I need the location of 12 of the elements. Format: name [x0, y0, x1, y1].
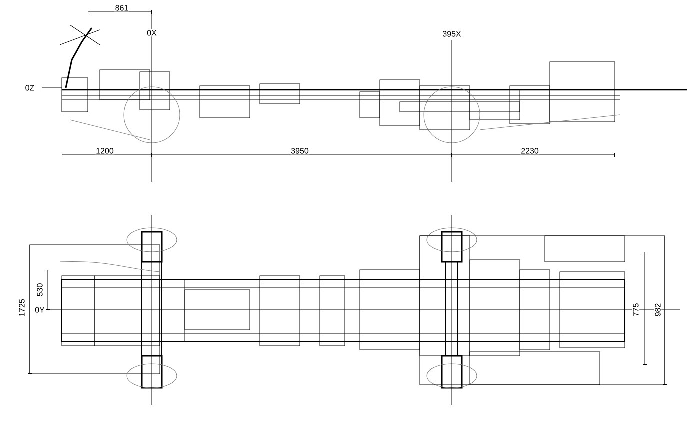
- dimension-label: 395X: [442, 30, 462, 38]
- axis-label: 0Z: [24, 84, 36, 92]
- axis-label: 0Y: [34, 306, 46, 314]
- dimension-label: 3950: [290, 147, 310, 155]
- dimension-label: 2230: [520, 147, 540, 155]
- dimension-label: 1200: [95, 147, 115, 155]
- axis-label: 0X: [146, 29, 158, 37]
- dimension-label: 775: [632, 302, 640, 318]
- dimension-label: 982: [654, 302, 662, 318]
- dimension-label: 530: [36, 282, 44, 298]
- dimension-label: 861: [114, 4, 130, 12]
- dimension-label: 1725: [18, 298, 26, 318]
